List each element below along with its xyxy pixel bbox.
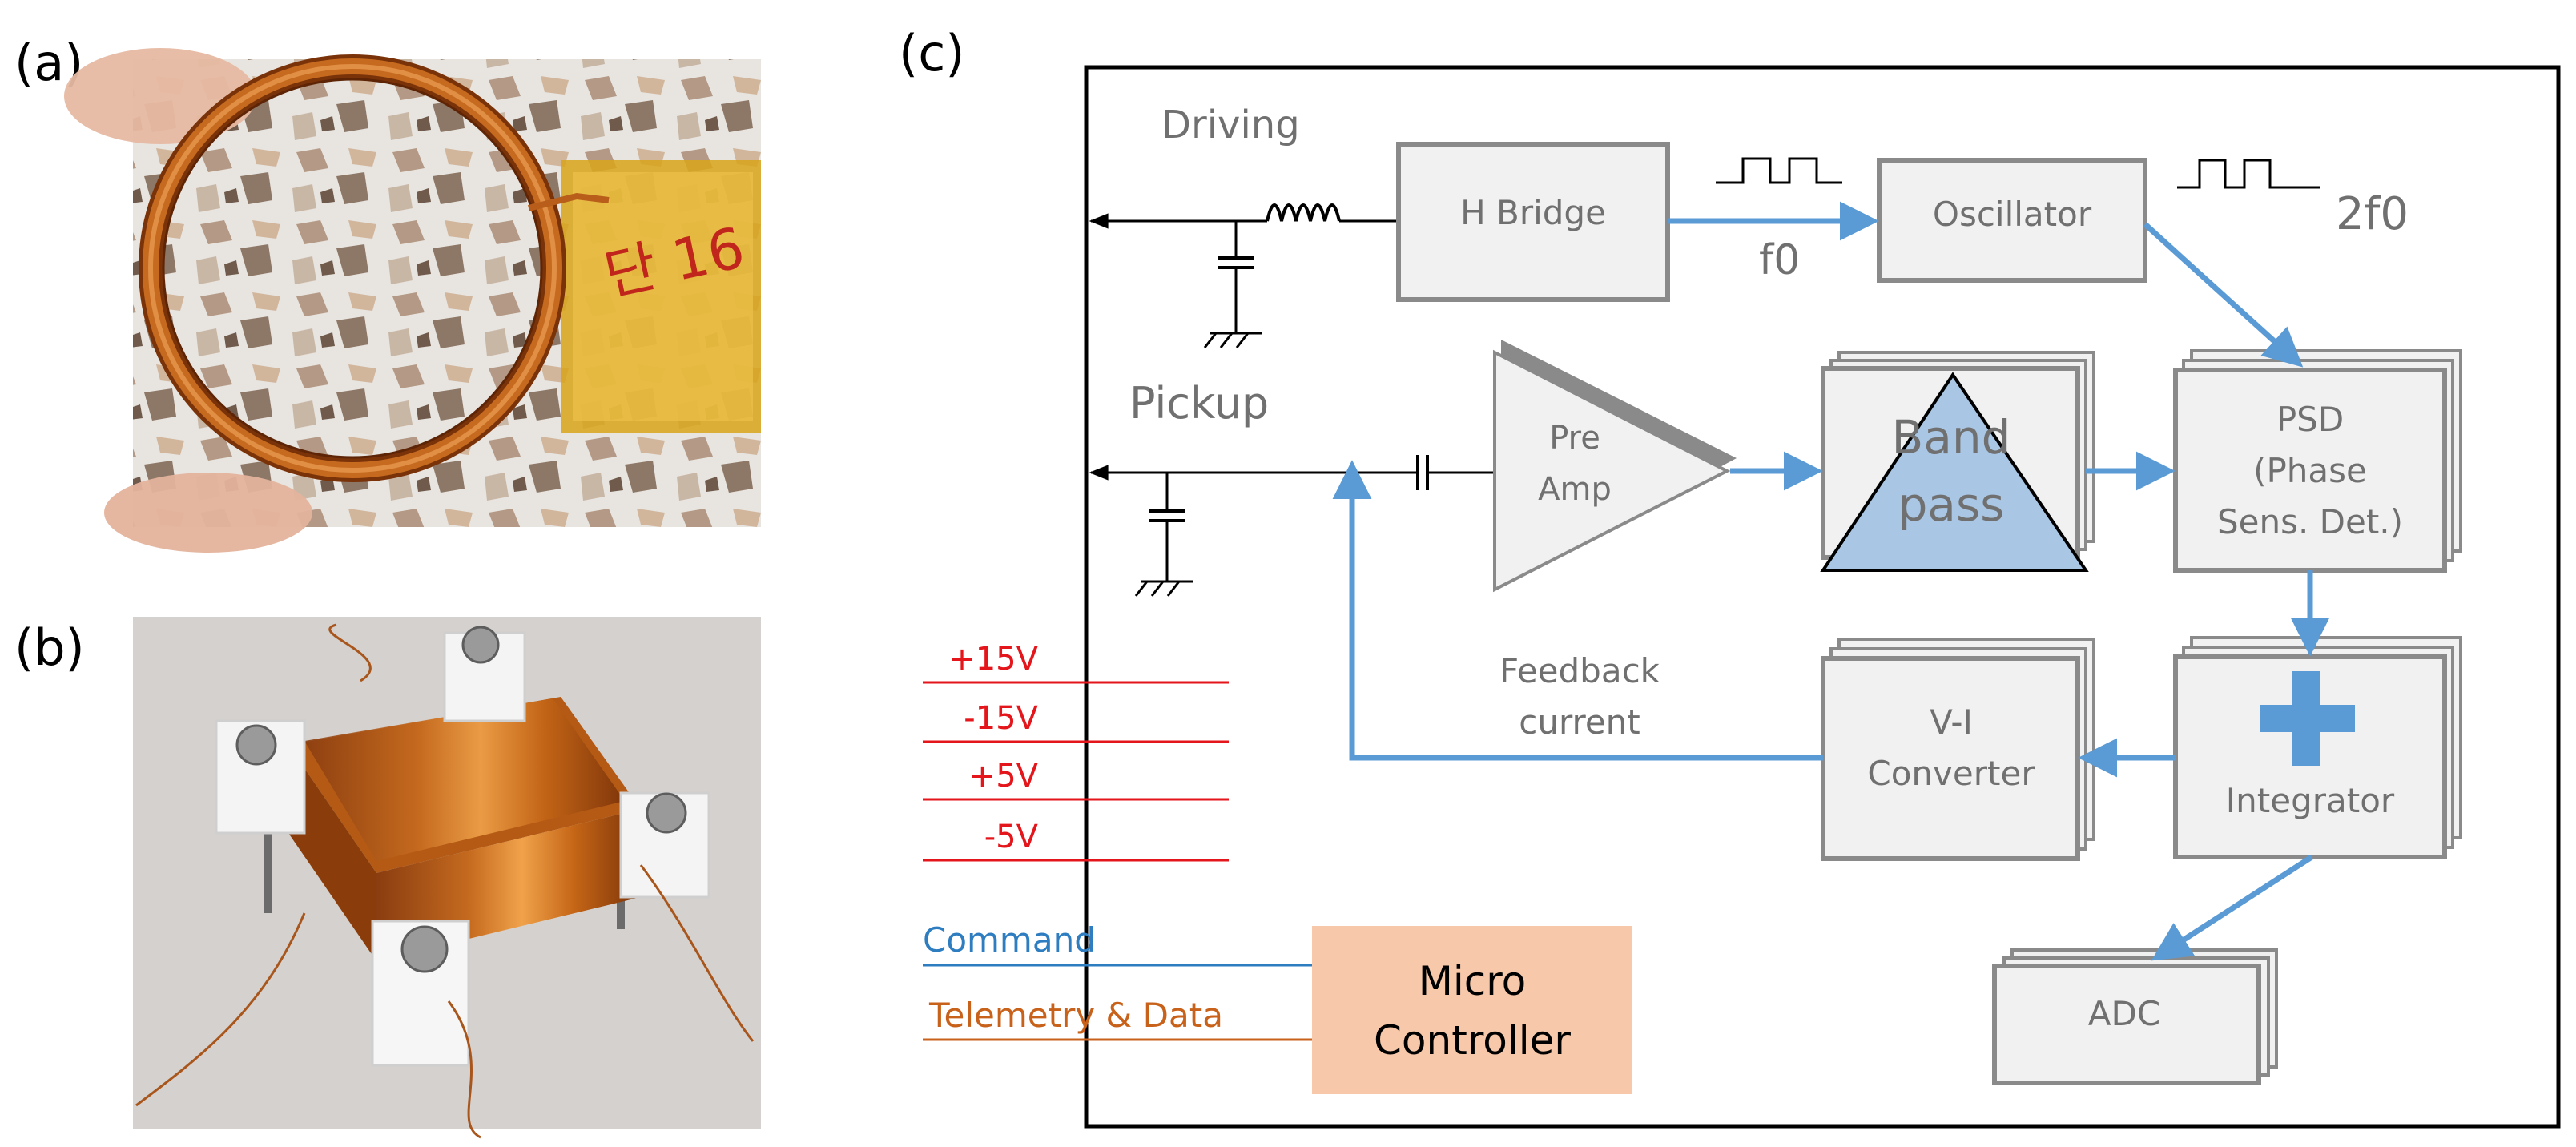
driving-circuit: Driving: [1089, 103, 1399, 348]
panel-label-b: (b): [14, 618, 85, 677]
integrator-plus-icon: [2260, 671, 2355, 766]
oscillator-label: Oscillator: [1933, 195, 2092, 234]
band-pass-label-1: Band: [1892, 410, 2011, 465]
rail-label-p5: +5V: [969, 758, 1039, 795]
vi-converter-block: V-I Converter: [1821, 638, 2095, 861]
signal-arrows: [1332, 201, 2330, 961]
oscillator-block: Oscillator: [1877, 158, 2147, 283]
pickup-label: Pickup: [1129, 378, 1269, 429]
micro-controller-block: Micro Controller: [1312, 926, 1632, 1094]
h-bridge-block: H Bridge: [1396, 142, 1670, 302]
psd-label-2: (Phase: [2253, 451, 2367, 490]
vi-converter-label-2: Converter: [1867, 754, 2035, 793]
pickup-circuit: Pickup: [1089, 378, 1495, 597]
power-rails: +15V -15V +5V -5V: [923, 641, 1229, 862]
psd-label-3: Sens. Det.): [2217, 502, 2403, 541]
panel-label-c: (c): [899, 24, 964, 83]
band-pass-triangle: [1820, 372, 2089, 572]
inductor-coil: [1266, 203, 1341, 222]
pre-amp-label-2: Amp: [1538, 471, 1612, 508]
psd-block: PSD (Phase Sens. Det.): [2173, 349, 2462, 573]
photo-square-coil: [133, 617, 761, 1139]
square-wave-f0: [1716, 157, 1842, 184]
feedback-label-2: current: [1519, 702, 1640, 742]
kapton-tape: 단 16: [561, 160, 761, 433]
2f0-label: 2f0: [2336, 188, 2409, 240]
mcu-label-2: Controller: [1374, 1017, 1571, 1064]
mcu-label-1: Micro: [1419, 958, 1527, 1004]
adc-block: ADC: [1992, 948, 2278, 1085]
rail-label-p15: +15V: [948, 641, 1038, 678]
telemetry-label: Telemetry & Data: [928, 996, 1223, 1035]
integrator-label: Integrator: [2226, 781, 2395, 820]
adc-label: ADC: [2088, 994, 2160, 1033]
square-wave-2f0: [2177, 159, 2320, 189]
band-pass-block: Band pass: [1820, 351, 2095, 572]
mcu-lines: Command Telemetry & Data: [923, 920, 1312, 1041]
driving-label: Driving: [1161, 103, 1300, 147]
rail-label-n5: -5V: [984, 819, 1039, 855]
band-pass-label-2: pass: [1898, 477, 2005, 532]
integrator-block: Integrator: [2173, 636, 2462, 859]
frame-mounts: [215, 626, 710, 1067]
h-bridge-label: H Bridge: [1460, 193, 1606, 232]
pre-amp-label-1: Pre: [1549, 420, 1600, 457]
photo-ring-coil: 단 16: [64, 48, 761, 553]
rail-label-n15: -15V: [964, 700, 1038, 737]
diagram-frame: [1084, 65, 2561, 1129]
command-label: Command: [923, 920, 1096, 960]
pre-amp-block: Pre Amp: [1493, 340, 1737, 593]
vi-converter-label-1: V-I: [1930, 702, 1973, 742]
psd-label-1: PSD: [2276, 400, 2344, 439]
f0-label: f0: [1759, 236, 1800, 284]
feedback-label-1: Feedback: [1499, 651, 1660, 690]
